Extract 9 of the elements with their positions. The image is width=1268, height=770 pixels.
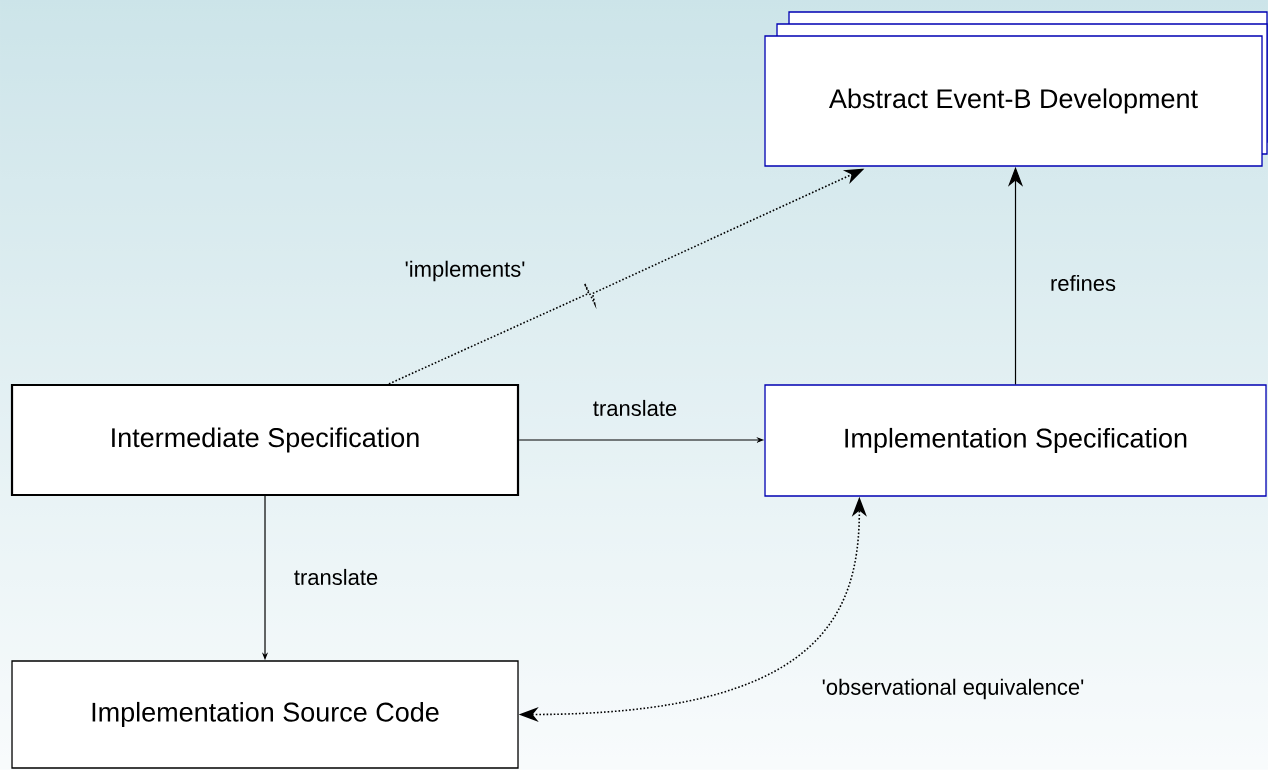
edge-label: 'observational equivalence' <box>822 678 1084 700</box>
stacked-box: Abstract Event-B Development <box>764 11 1268 167</box>
edge-label: translate <box>294 568 378 586</box>
edge-label: 'implements' <box>405 260 525 282</box>
box: Implementation Specification <box>764 384 1267 497</box>
box: Implementation Source Code <box>11 660 519 769</box>
edge-label: translate <box>593 399 677 417</box>
edge-label: refines <box>1051 274 1116 292</box>
box: Intermediate Specification <box>10 383 520 497</box>
